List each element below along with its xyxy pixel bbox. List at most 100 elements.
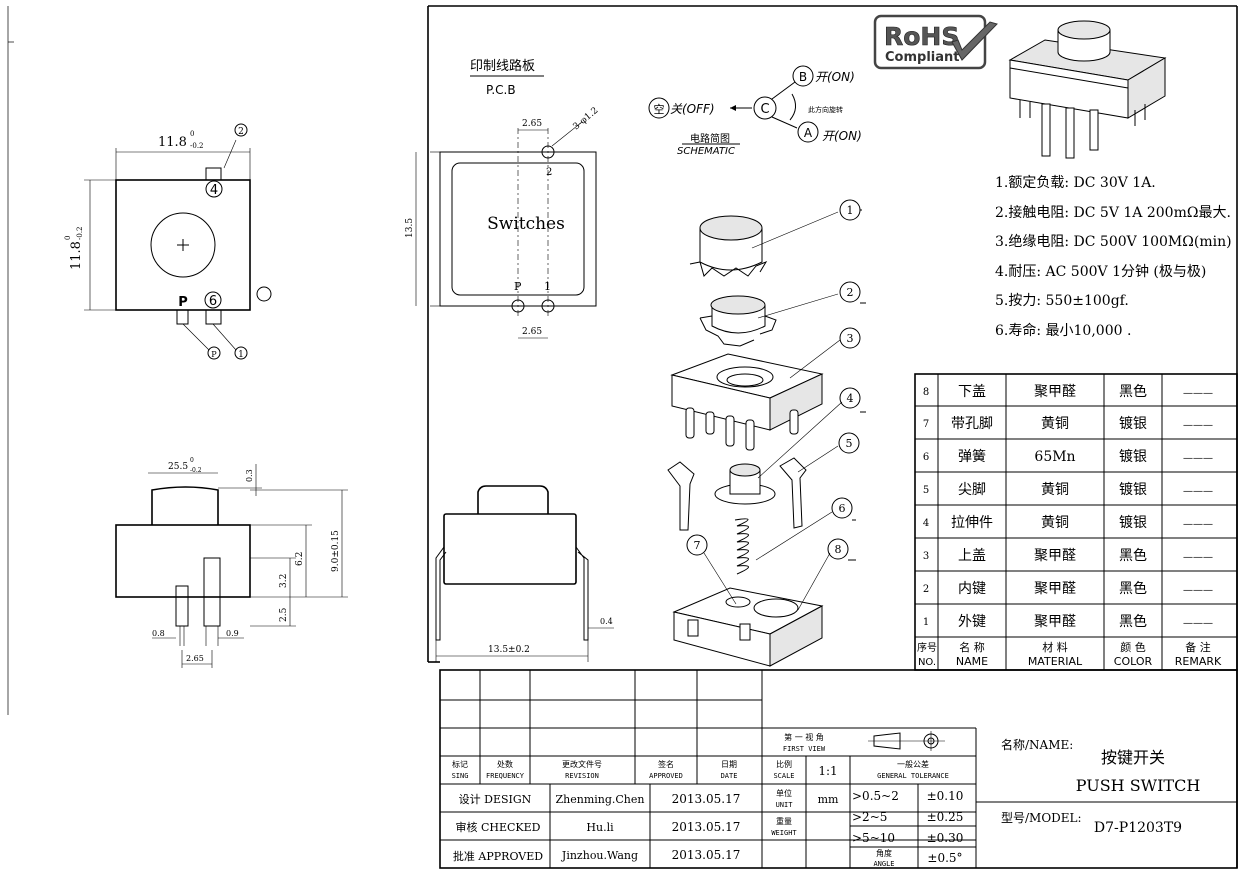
bom-material: 聚甲醛 [1034, 548, 1076, 564]
callout-8: 8 [835, 543, 842, 556]
scale-value: 1:1 [818, 764, 837, 778]
callout-1: 1 [847, 204, 854, 217]
signoff-date-design: 2013.05.17 [672, 792, 741, 806]
compliant-text: Compliant [885, 50, 959, 65]
bom-material: 黄铜 [1041, 481, 1069, 498]
rev-header-date-cn: 日期 [721, 760, 737, 769]
schematic-node-b: B [799, 70, 807, 84]
bom-color: 镀银 [1119, 514, 1147, 531]
part-name-en: PUSH SWITCH [1076, 776, 1201, 795]
bom-row: 8 下盖 聚甲醛 黑色 ——— [923, 383, 1213, 400]
top-callout-2: 2 [238, 127, 244, 137]
spec-1: 1.额定负载: DC 30V 1A. [995, 175, 1156, 191]
bom-header-remark-cn: 备 注 [1185, 640, 1211, 654]
bom-remark: ——— [1183, 519, 1213, 530]
bom-no: 3 [923, 551, 929, 562]
tolerance-range: >0.5~2 [852, 789, 899, 803]
top-height-dim: 11.8 [69, 241, 84, 270]
side-dim-32: 3.2 [279, 574, 289, 588]
tolerance-range: >5~10 [852, 831, 895, 845]
pcb-layout: 印制线路板 P.C.B Switches 13.5 2.65 3-φ1.2 2 … [405, 58, 600, 339]
signoff-role-checked: 审核 CHECKED [455, 820, 540, 834]
side-dim-pitch: 2.65 [186, 654, 204, 663]
bom-header-color-cn: 颜 色 [1120, 640, 1146, 654]
schematic-b-label: 开(ON) [815, 70, 855, 84]
signoff-role-approved: 批准 APPROVED [453, 849, 543, 863]
callout-4: 4 [847, 392, 854, 405]
tolerance-value: ±0.30 [927, 831, 964, 845]
pin-4-label: 4 [210, 183, 218, 198]
signoff-name-checked: Hu.li [586, 821, 614, 834]
schematic-node-c: C [760, 102, 769, 117]
schematic-off-label: 关(OFF) [670, 102, 715, 116]
bom-remark: ——— [1183, 453, 1213, 464]
side-dim-09: 0.9 [226, 629, 239, 638]
pcb-dim-left: 13.5 [405, 218, 415, 238]
spec-2: 2.接触电阻: DC 5V 1A 200mΩ最大. [995, 204, 1231, 221]
bom-header-material-cn: 材 料 [1042, 640, 1068, 654]
signoff-date-checked: 2013.05.17 [672, 820, 741, 834]
spec-5: 5.按力: 550±100gf. [995, 293, 1129, 309]
bom-remark: ——— [1183, 420, 1213, 431]
tolerance-en: GENERAL TOLERANCE [877, 772, 949, 780]
bom-remark: ——— [1183, 618, 1213, 629]
tolerance-cn: 一般公差 [897, 759, 929, 769]
tolerance-value: ±0.25 [927, 810, 964, 824]
rev-header-sing-cn: 标记 [452, 759, 468, 769]
model-value: D7-P1203T9 [1094, 820, 1182, 836]
model-label: 型号/MODEL: [1001, 811, 1082, 825]
bom-row: 4 拉伸件 黄铜 镀银 ——— [923, 514, 1213, 531]
rev-header-revision-cn: 更改文件号 [562, 759, 602, 769]
rev-header-revision-en: REVISION [565, 772, 599, 780]
angle-cn: 角度 [876, 848, 892, 858]
rev-header-frequency-cn: 处数 [497, 759, 513, 769]
projection-symbol-icon [868, 731, 945, 751]
checkmark-icon [951, 21, 998, 61]
bom-color: 黑色 [1119, 580, 1147, 597]
callout-6: 6 [839, 502, 846, 515]
signoff-name-design: Zhenming.Chen [556, 793, 645, 806]
schematic-node-a: A [804, 126, 813, 140]
bom-name: 外键 [958, 614, 986, 630]
bom-header-material-en: MATERIAL [1028, 655, 1083, 668]
weight-cn: 重量 [776, 816, 792, 826]
bom-header-no-en: NO. [918, 657, 936, 668]
bom-remark: ——— [1183, 552, 1213, 563]
tolerance-value: ±0.10 [927, 789, 964, 803]
schematic-off-prefix: 空 [654, 102, 665, 116]
pcb-pin-2: 2 [546, 167, 552, 178]
bom-color: 黑色 [1119, 383, 1147, 400]
bom-name: 上盖 [958, 548, 986, 564]
pcb-pin-1: 1 [544, 280, 551, 293]
angle-value: ±0.5° [927, 851, 962, 865]
bom-row: 3 上盖 聚甲醛 黑色 ——— [923, 547, 1213, 564]
bom-color: 镀银 [1119, 415, 1147, 432]
bom-row: 1 外键 聚甲醛 黑色 ——— [923, 613, 1213, 630]
front-dim-pin: 0.4 [600, 617, 613, 626]
bom-remark: ——— [1183, 486, 1213, 497]
pcb-dim-top: 2.65 [522, 119, 542, 129]
unit-en: UNIT [776, 801, 794, 809]
angle-en: ANGLE [873, 860, 894, 868]
callout-2: 2 [847, 286, 854, 299]
pin-6-label: 6 [209, 294, 217, 309]
bom-name: 内键 [958, 581, 986, 597]
specifications: 1.额定负载: DC 30V 1A. 2.接触电阻: DC 5V 1A 200m… [995, 175, 1232, 339]
tolerance-range: >2~5 [852, 810, 887, 824]
bom-material: 聚甲醛 [1034, 614, 1076, 630]
side-dim-cap: 0.3 [245, 469, 254, 482]
top-view: 4 6 P 11.8 0 -0.2 11.8 0 -0.2 2 P 1 [64, 123, 272, 360]
bom-row: 6 弹簧 65Mn 镀银 ——— [923, 448, 1213, 465]
schematic-rotation-note: 此方向旋转 [808, 105, 843, 114]
bom-no: 8 [923, 387, 929, 398]
bom-material: 黄铜 [1041, 514, 1069, 531]
bom-header-remark-en: REMARK [1175, 655, 1222, 668]
bom-color: 黑色 [1119, 613, 1147, 630]
pcb-title-en: P.C.B [486, 83, 516, 97]
bom-color: 镀银 [1119, 448, 1147, 465]
top-width-tol-lower: -0.2 [190, 142, 204, 150]
callout-3: 3 [847, 332, 854, 345]
top-width-dim: 11.8 [158, 135, 187, 150]
bom-header: 序号 NO. 名 称 NAME 材 料 MATERIAL 颜 色 COLOR 备… [917, 640, 1222, 668]
